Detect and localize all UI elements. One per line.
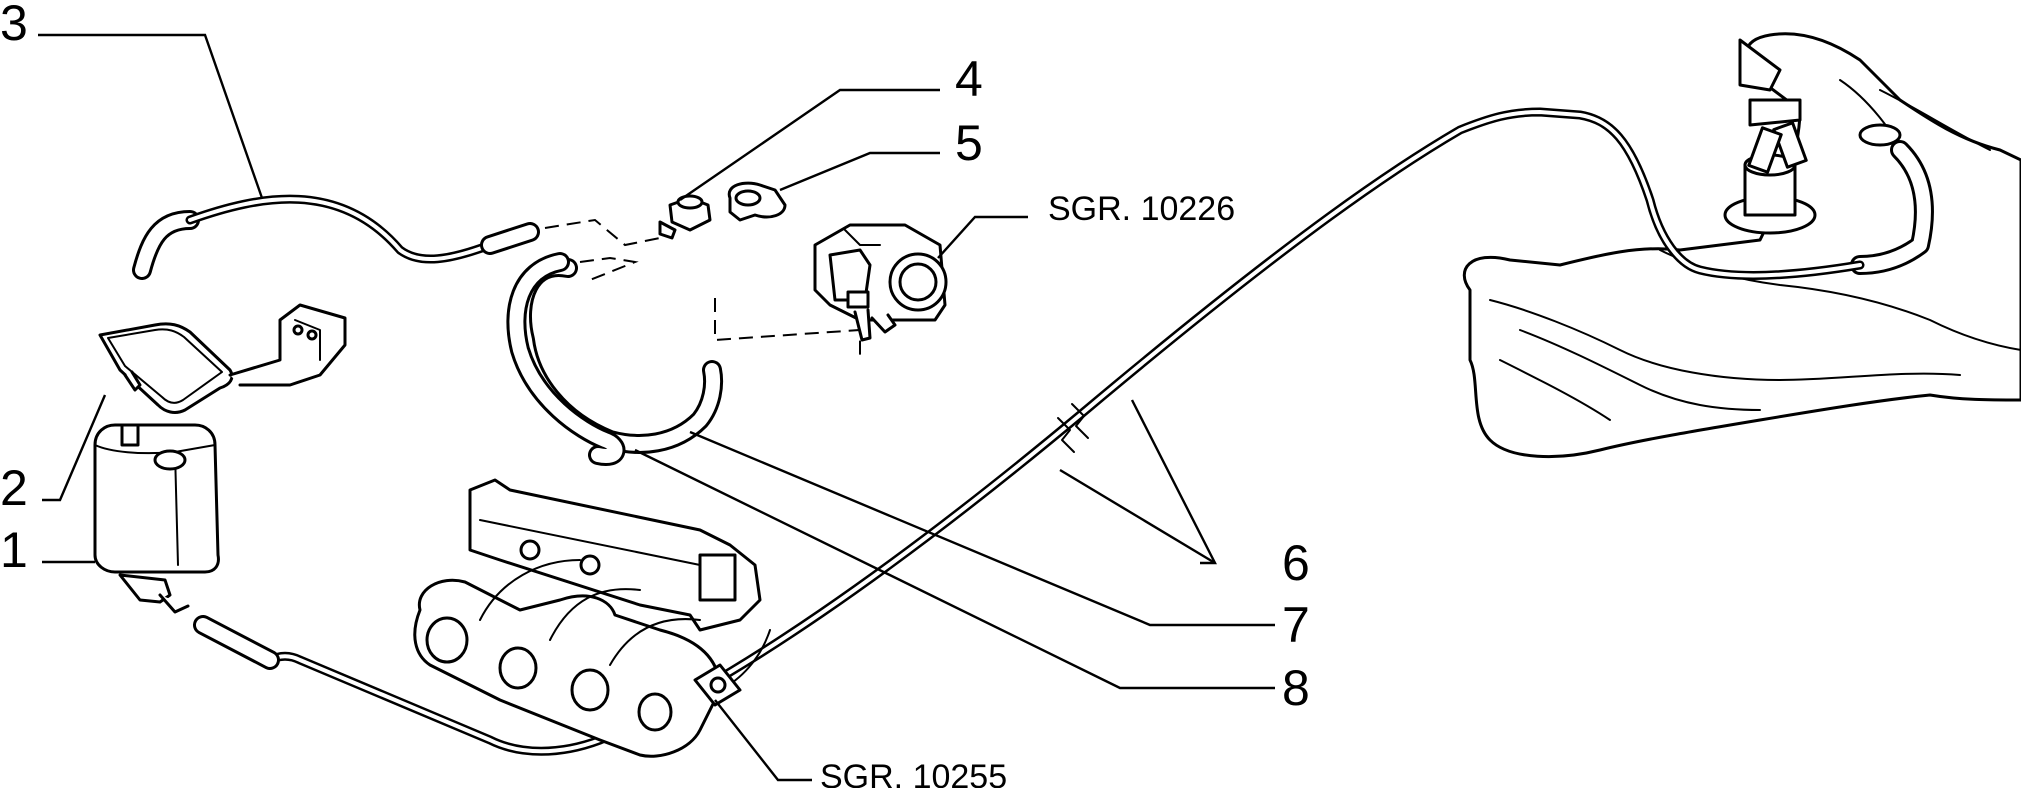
check-valve <box>658 194 712 240</box>
dashed-connector-3 <box>544 218 661 247</box>
hose-clamp <box>727 181 787 222</box>
callout-8: 8 <box>1282 660 1310 716</box>
callout-5: 5 <box>955 115 983 171</box>
charcoal-canister <box>93 423 220 614</box>
callout-1: 1 <box>0 522 28 578</box>
leader-lines <box>38 33 1275 782</box>
callout-2: 2 <box>0 460 28 516</box>
callout-6: 6 <box>1282 535 1310 591</box>
fuel-tank <box>1462 32 2021 458</box>
callout-4: 4 <box>955 51 983 107</box>
throttle-body <box>813 223 948 342</box>
dashed-connector-7 <box>579 256 639 281</box>
ref-label-throttle-body: SGR. 10226 <box>1048 190 1235 228</box>
callout-7: 7 <box>1282 597 1310 653</box>
vapour-hose-3 <box>132 194 540 280</box>
vapour-hose-8 <box>506 252 626 466</box>
intake-manifold <box>413 478 771 758</box>
callout-3: 3 <box>0 0 28 51</box>
vapour-hose-7 <box>512 257 724 454</box>
long-vapour-pipe <box>265 107 1865 756</box>
canister-bracket <box>98 303 347 414</box>
dashed-connector-throttle <box>714 298 861 355</box>
ref-label-intake-manifold: SGR. 10255 <box>820 758 1007 788</box>
